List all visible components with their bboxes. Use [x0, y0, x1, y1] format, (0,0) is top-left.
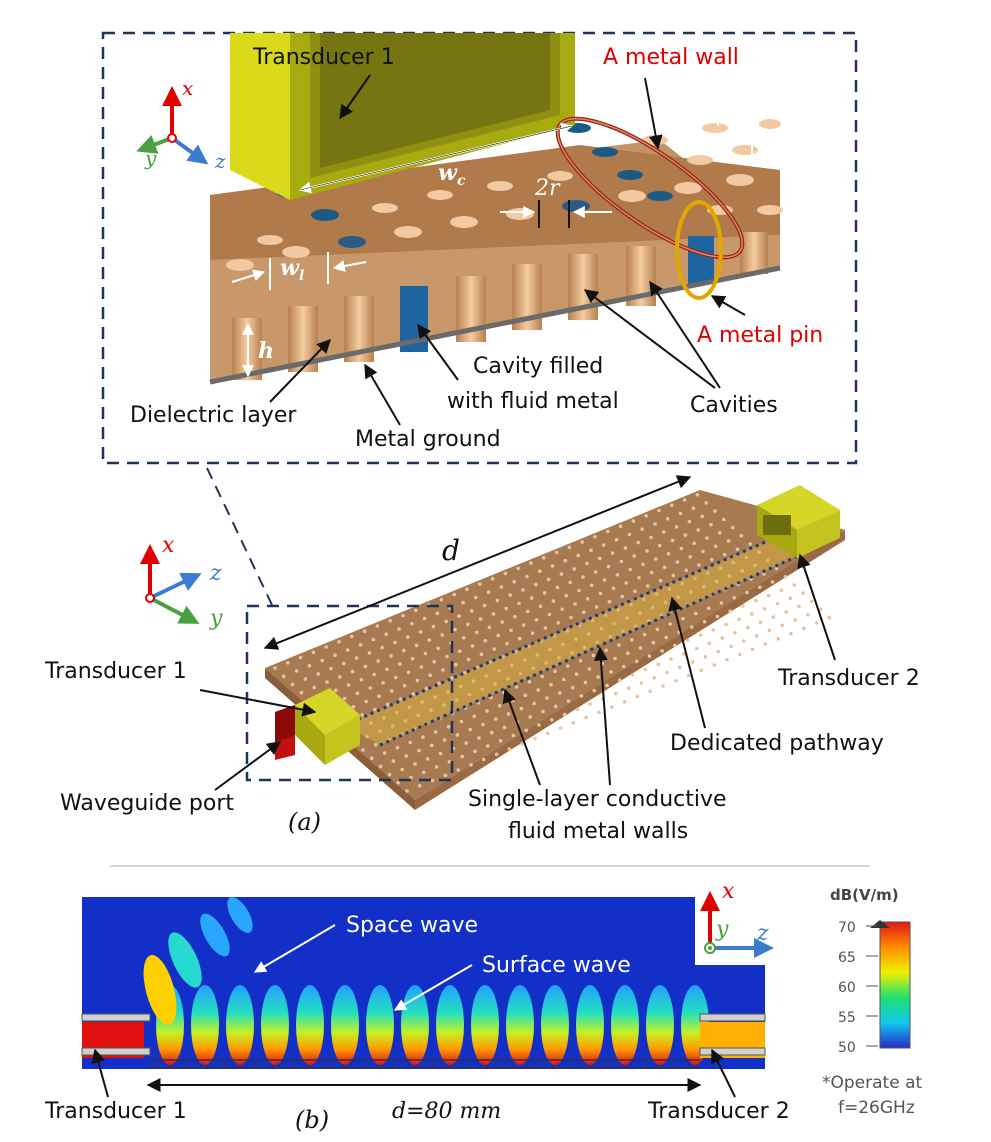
note-line-2: f=26GHz — [838, 1098, 915, 1118]
caption-b: (b) — [295, 1106, 329, 1134]
field-axis-z: z — [756, 921, 769, 946]
main-transducer2-label: Transducer 2 — [777, 666, 920, 691]
pathway-label: Dedicated pathway — [670, 731, 884, 756]
d-symbol: d — [442, 534, 460, 567]
main-structure — [245, 485, 845, 810]
wc-symbol: wc — [438, 160, 466, 189]
colorbar-tick-label: 55 — [838, 1010, 856, 1026]
metal-pin-cavity — [688, 236, 714, 284]
waveguide-port-label: Waveguide port — [60, 791, 234, 816]
field-transducer2-label: Transducer 2 — [647, 1099, 790, 1124]
main-transducer1-label: Transducer 1 — [44, 659, 187, 684]
inset-axis-y: y — [144, 146, 157, 170]
surface-wave-lobe — [261, 985, 289, 1065]
surface-wave-lobe — [471, 985, 499, 1065]
metal-wall-label: A metal wall — [603, 45, 739, 70]
surface-wave-lobe — [366, 985, 394, 1065]
main-transducer-2 — [757, 485, 840, 558]
inset-detail: x y z Transducer 1 A metal wall A metal … — [101, 31, 858, 465]
metal-pin-label: A metal pin — [697, 323, 823, 348]
space-wave-lobes — [143, 897, 253, 1025]
surface-wave-lobe — [401, 985, 429, 1065]
walls-label-1: Single-layer conductive — [468, 787, 727, 812]
main-axis-x: x — [162, 533, 175, 558]
space-wave-label: Space wave — [346, 913, 478, 938]
metal-pin-outline — [675, 200, 723, 300]
surface-wave-lobe — [191, 985, 219, 1065]
surface-wave-lobe — [331, 985, 359, 1065]
colorbar-tick-label: 50 — [838, 1040, 856, 1056]
field-transducer-2 — [699, 1013, 766, 1058]
h-symbol: h — [258, 338, 274, 364]
surface-wave-label: Surface wave — [482, 953, 631, 978]
main-axes — [140, 544, 202, 624]
colorbar-title: dB(V/m) — [830, 886, 899, 904]
colorbar-tick-label: 60 — [838, 980, 856, 996]
inset-axis-x: x — [182, 76, 193, 100]
surface-wave-lobe — [541, 985, 569, 1065]
field-axes — [700, 891, 774, 958]
surface-wave-lobes — [156, 985, 709, 1065]
ws-symbol: ws — [705, 136, 732, 165]
inset-axis-z: z — [214, 149, 226, 173]
two-r-symbol: 2r — [534, 176, 561, 201]
surface-wave-lobe — [226, 985, 254, 1065]
colorbar-ticks: 70 65 60 55 50 — [838, 920, 878, 1056]
surface-wave-lobe — [576, 985, 604, 1065]
field-axis-y: y — [715, 917, 729, 942]
main-axis-z: z — [209, 561, 222, 586]
surface-wave-lobe — [646, 985, 674, 1065]
note-line-1: *Operate at — [822, 1073, 922, 1093]
surface-wave-lobe — [506, 985, 534, 1065]
field-axis-x: x — [722, 879, 735, 904]
surface-wave-lobe — [296, 985, 324, 1065]
surface-wave-lobe — [436, 985, 464, 1065]
wl-symbol: wl — [280, 255, 304, 284]
surface-wave-lobe — [611, 985, 639, 1065]
cavities-label: Cavities — [690, 393, 778, 418]
inset-frame — [101, 31, 858, 465]
walls-label-2: fluid metal walls — [508, 819, 688, 844]
field-transducer-1 — [81, 1013, 151, 1058]
distance-label: d=80 mm — [392, 1099, 501, 1124]
d-dimension-arrow — [263, 475, 692, 650]
cavity-filled-label-2: with fluid metal — [447, 389, 619, 414]
field-transducer1-label: Transducer 1 — [44, 1099, 187, 1124]
colorbar-tick-label: 70 — [838, 920, 856, 936]
colorbar-tick-label: 65 — [838, 950, 856, 966]
colorbar: dB(V/m) 70 65 60 55 50 — [830, 886, 911, 1056]
main-axis-y: y — [209, 606, 223, 631]
inset-axes — [136, 86, 209, 165]
ground-label: Metal ground — [355, 427, 501, 452]
caption-a: (a) — [288, 808, 321, 836]
cavity-filled-label-1: Cavity filled — [473, 354, 603, 379]
field-plot — [81, 885, 780, 1069]
dielectric-label: Dielectric layer — [130, 403, 297, 428]
inset-transducer-label: Transducer 1 — [252, 45, 395, 70]
